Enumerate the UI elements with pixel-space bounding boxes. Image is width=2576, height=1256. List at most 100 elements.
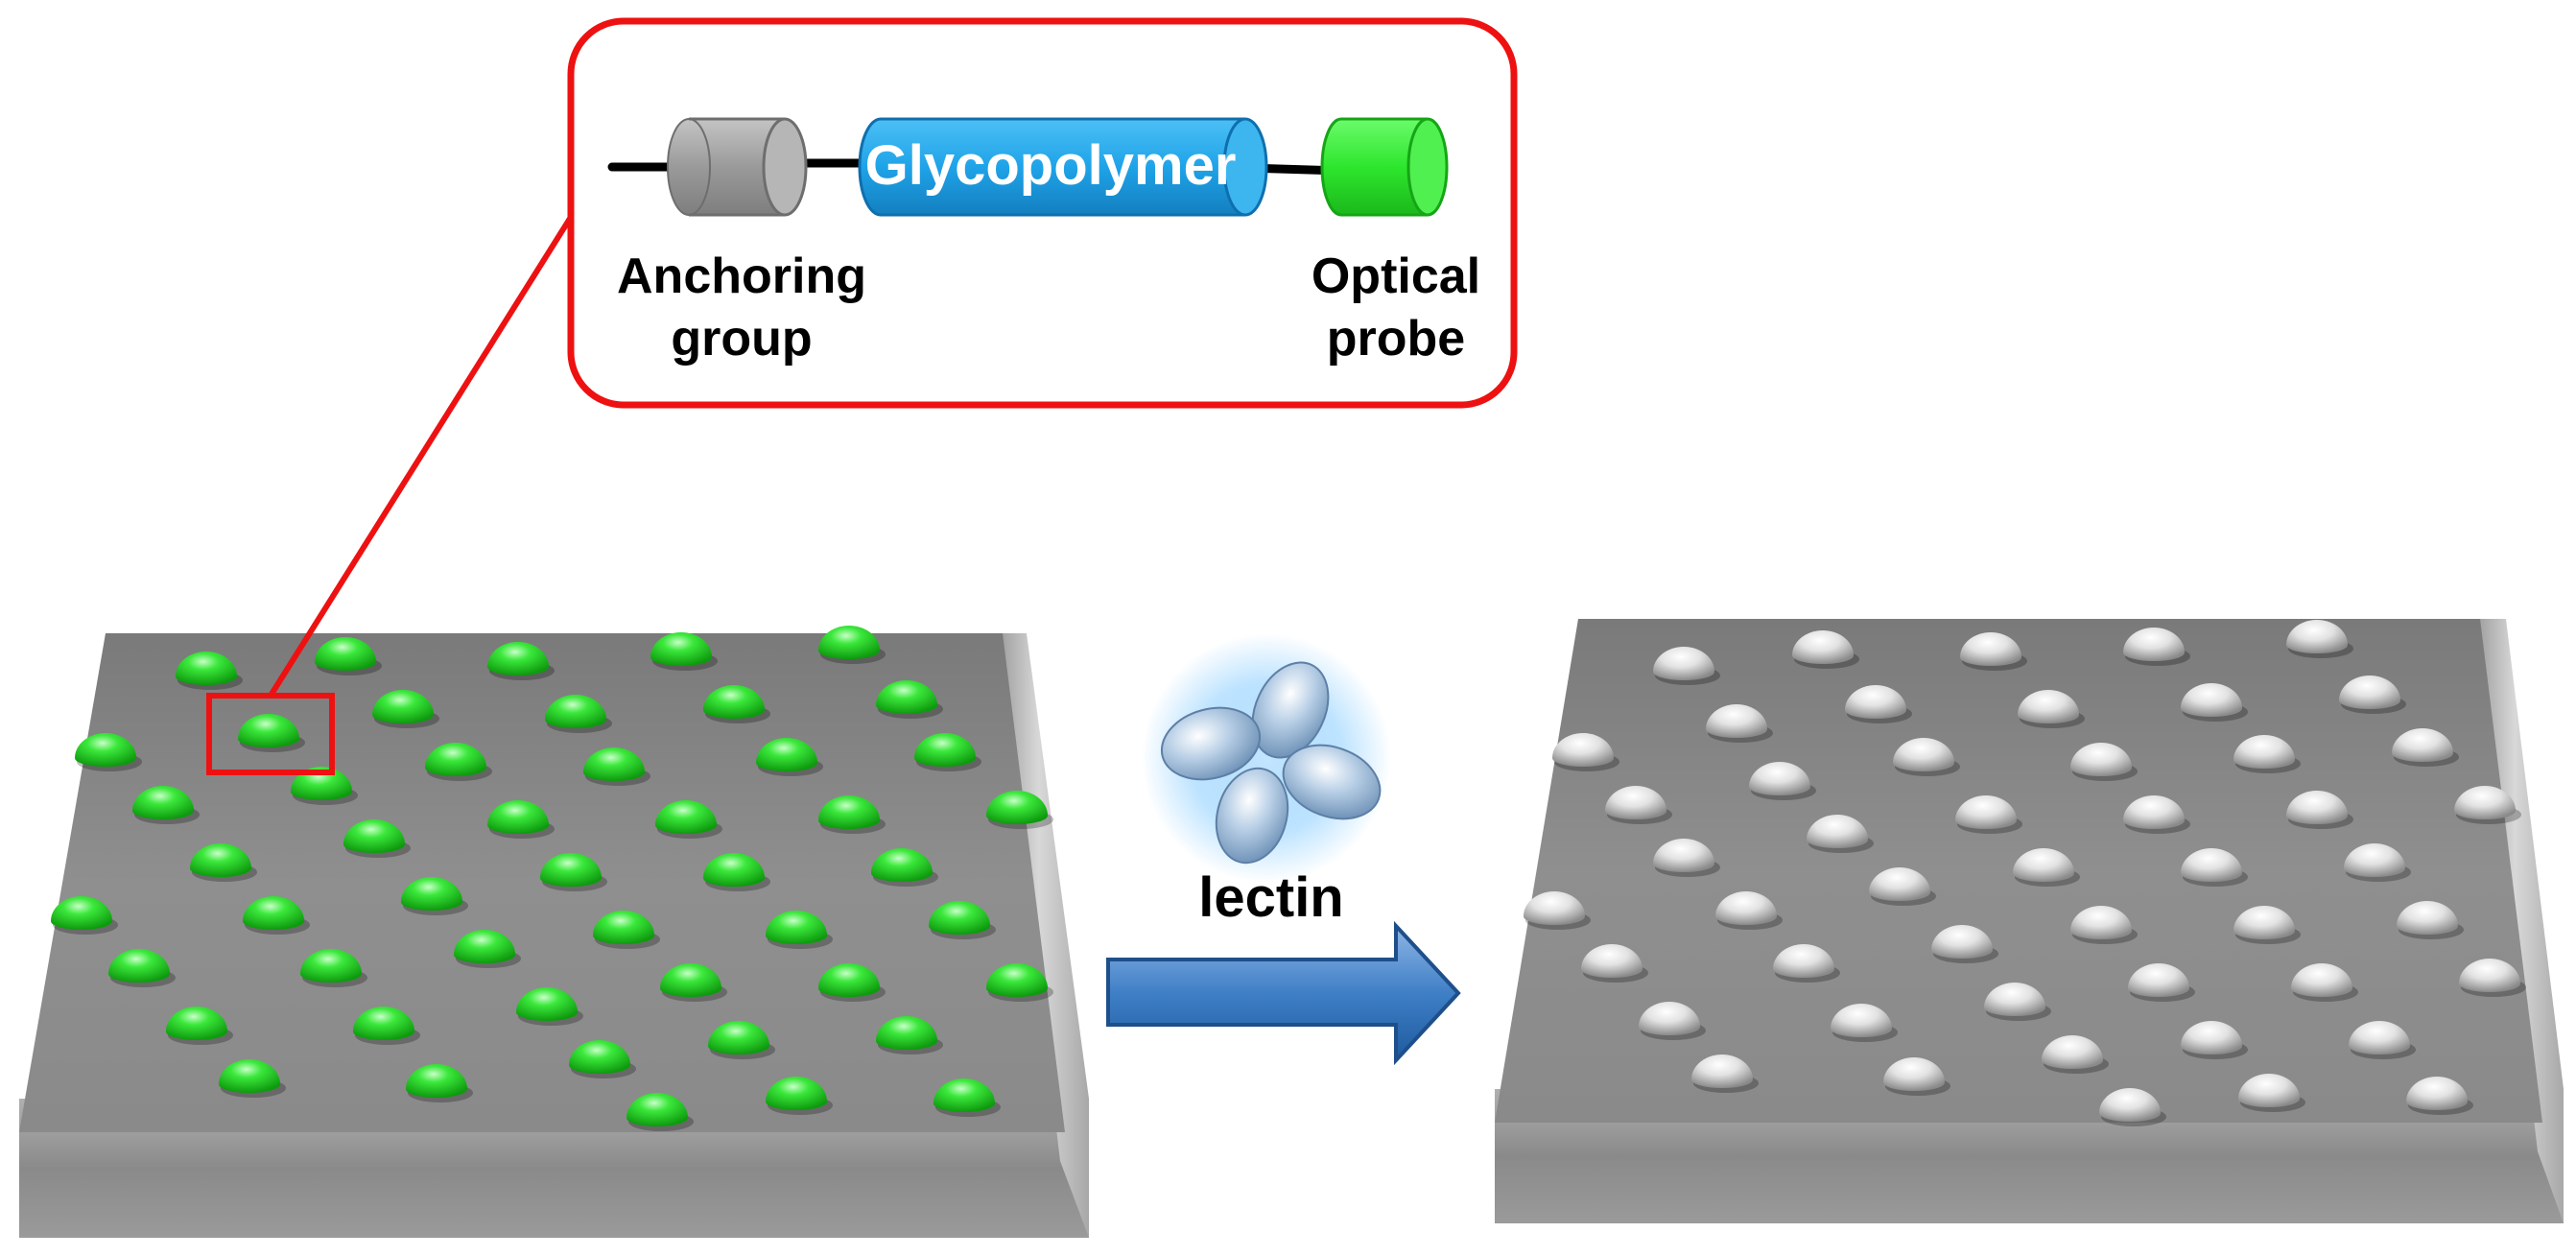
green-dome xyxy=(540,853,607,891)
green-dome xyxy=(569,1040,636,1078)
green-dome xyxy=(986,963,1053,1002)
grey-dome xyxy=(1883,1057,1950,1096)
molecule-inset: Glycopolymer Anchoring group Optical pro… xyxy=(567,17,1518,409)
grey-dome xyxy=(2286,791,2353,829)
grey-dome xyxy=(1845,685,1912,723)
green-dome xyxy=(703,853,770,891)
green-dome xyxy=(166,1007,233,1045)
grey-dome xyxy=(1773,944,1840,983)
grey-dome xyxy=(2291,963,2358,1002)
green-dome xyxy=(219,1059,286,1098)
green-dome xyxy=(372,690,439,728)
green-dome xyxy=(818,963,886,1002)
green-dome xyxy=(353,1007,420,1045)
grey-dome xyxy=(2070,906,2138,944)
grey-dome xyxy=(2233,906,2301,944)
grey-dome xyxy=(1831,1004,1898,1042)
grey-dome xyxy=(2454,786,2521,824)
optical-probe-cylinder xyxy=(1320,117,1449,217)
grey-dome xyxy=(2344,843,2411,882)
grey-dome xyxy=(1653,647,1720,685)
grey-dome xyxy=(1581,944,1648,983)
grey-dome xyxy=(2018,690,2085,728)
grey-dome xyxy=(2123,795,2190,834)
green-dome xyxy=(660,963,727,1002)
left-surface-front-edge xyxy=(19,1099,1089,1238)
green-dome xyxy=(487,642,555,680)
green-dome xyxy=(406,1064,473,1102)
green-dome xyxy=(401,877,468,915)
green-dome xyxy=(108,949,176,987)
green-dome xyxy=(243,896,310,935)
green-dome xyxy=(51,896,118,935)
green-dome xyxy=(315,637,382,675)
grey-dome xyxy=(1960,632,2027,671)
reaction-arrow xyxy=(1106,920,1461,1066)
green-dome xyxy=(655,800,722,839)
green-dome xyxy=(425,743,492,781)
grey-dome xyxy=(2181,683,2248,722)
lectin-label: lectin xyxy=(1198,866,1344,929)
grey-dome xyxy=(2392,728,2459,767)
green-dome xyxy=(986,791,1053,829)
green-dome xyxy=(708,1021,775,1059)
grey-dome xyxy=(1955,795,2022,834)
green-dome xyxy=(75,733,142,771)
green-dome xyxy=(703,685,770,723)
grey-dome xyxy=(2013,848,2080,887)
green-dome xyxy=(876,680,943,719)
green-dome xyxy=(343,819,411,858)
anchoring-group-cylinder xyxy=(667,117,808,217)
green-dome xyxy=(914,733,981,771)
green-dome xyxy=(818,795,886,834)
green-dome-array xyxy=(51,626,1053,1131)
green-dome xyxy=(516,987,583,1026)
lectin-icon xyxy=(1142,633,1391,883)
grey-dome xyxy=(1893,738,1960,776)
grey-dome xyxy=(1792,630,1859,669)
grey-dome xyxy=(2181,1021,2248,1059)
green-dome xyxy=(650,632,718,671)
grey-dome xyxy=(2128,963,2195,1002)
grey-dome xyxy=(2099,1088,2166,1126)
grey-dome xyxy=(2238,1074,2305,1112)
left-surface xyxy=(19,626,1089,1238)
lectin-lobe-bottom xyxy=(1215,767,1289,865)
grey-dome xyxy=(2042,1035,2109,1074)
lectin-lobe-top xyxy=(1251,661,1330,759)
green-dome xyxy=(756,738,823,776)
grey-dome-array xyxy=(1524,620,2526,1126)
grey-dome xyxy=(2181,848,2248,887)
grey-dome xyxy=(1715,891,1783,930)
grey-dome xyxy=(2397,901,2464,939)
right-surface xyxy=(1495,619,2564,1223)
green-dome xyxy=(454,930,521,968)
grey-dome xyxy=(1524,891,1591,930)
green-dome xyxy=(818,626,886,664)
green-dome xyxy=(132,786,200,824)
green-dome xyxy=(934,1078,1001,1117)
grey-dome xyxy=(1931,925,1998,963)
green-dome xyxy=(545,695,612,733)
optical-probe-label-line1: Optical xyxy=(1312,249,1480,304)
green-dome xyxy=(929,901,996,939)
green-dome xyxy=(871,848,938,887)
grey-dome xyxy=(2070,743,2138,781)
zoom-connector-line xyxy=(268,204,580,698)
anchoring-group-label-line1: Anchoring xyxy=(617,249,866,304)
grey-dome xyxy=(2459,959,2526,997)
glycopolymer-label: Glycopolymer xyxy=(865,134,1237,197)
grey-dome xyxy=(1749,762,1816,800)
green-dome xyxy=(766,1077,833,1115)
grey-dome xyxy=(1706,704,1773,743)
green-dome xyxy=(190,843,257,882)
grey-dome xyxy=(1691,1055,1759,1093)
green-dome xyxy=(766,911,833,949)
green-dome xyxy=(626,1093,694,1131)
grey-dome xyxy=(2233,735,2301,773)
green-dome xyxy=(176,652,243,690)
lectin-lobe-left xyxy=(1160,706,1262,781)
green-dome xyxy=(300,949,367,987)
grey-dome xyxy=(1869,867,1936,906)
grey-dome xyxy=(2286,620,2353,658)
